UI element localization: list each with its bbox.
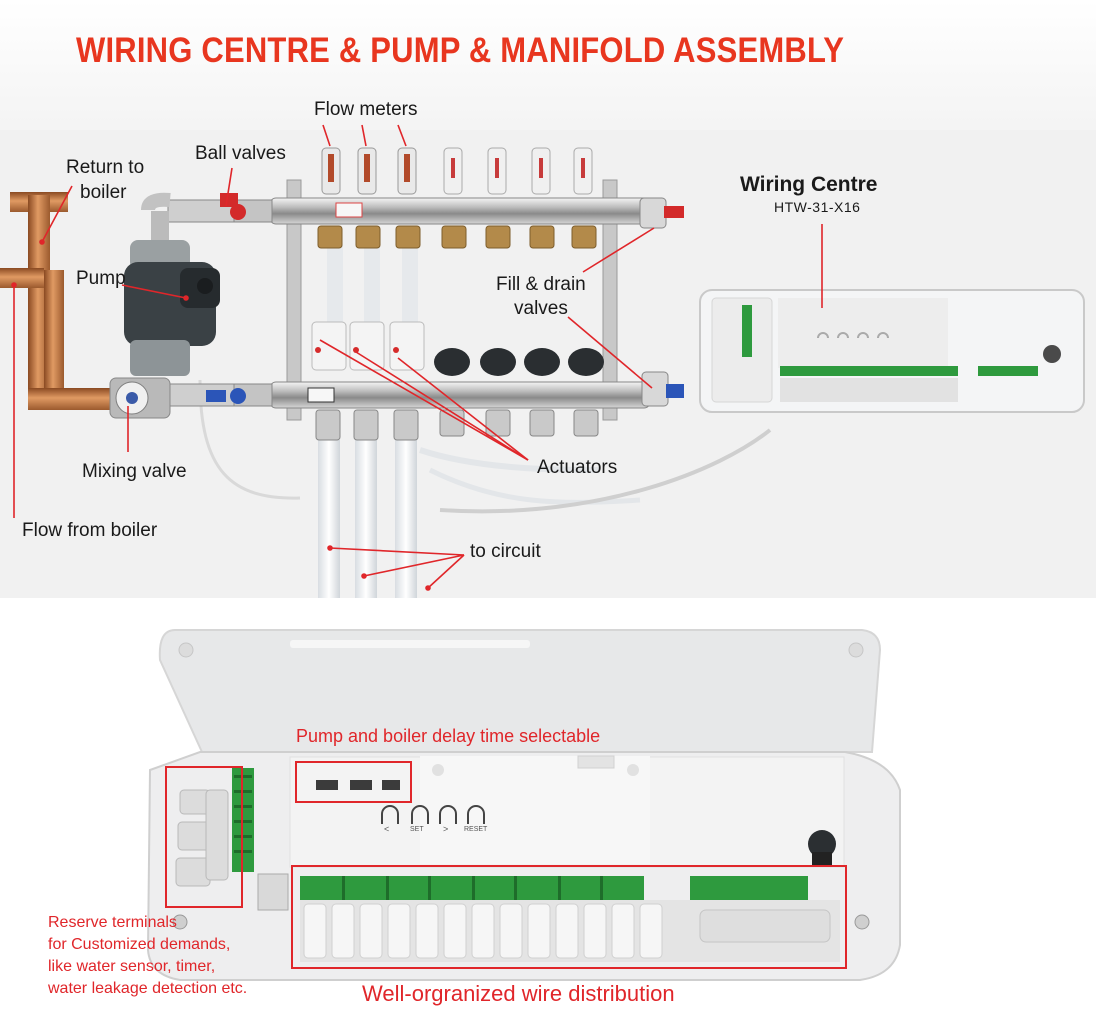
- fill-drain-valves: [639, 197, 684, 407]
- reserve-line-3: like water sensor, timer,: [48, 958, 216, 975]
- label-pump-boiler-delay: Pump and boiler delay time selectable: [296, 726, 601, 746]
- return-manifold: [231, 381, 651, 409]
- board-reset-marking: RESET: [464, 826, 488, 833]
- flow-meters: [321, 147, 593, 195]
- label-flow-meters: Flow meters: [314, 99, 418, 120]
- pump: [124, 240, 220, 376]
- board-set-marking: SET: [410, 826, 424, 833]
- label-wiring-centre: Wiring Centre: [740, 173, 878, 196]
- board-right-marking: >: [443, 824, 449, 834]
- reserve-line-1: Reserve terminals: [48, 914, 177, 931]
- page-title: WIRING CENTRE & PUMP & MANIFOLD ASSEMBLY: [76, 30, 845, 71]
- label-mixing-valve: Mixing valve: [82, 461, 187, 482]
- label-ball-valves: Ball valves: [195, 143, 286, 164]
- ball-valves: [159, 193, 246, 407]
- label-well-organized: Well-orgranized wire distribution: [362, 981, 675, 1006]
- label-reserve-terminals: Reserve terminals for Customized demands…: [48, 912, 298, 1000]
- wire-distribution-box: [291, 865, 847, 969]
- supply-manifold: [231, 197, 651, 225]
- bottom-outlet-nuts: [315, 409, 599, 441]
- label-pump: Pump: [76, 268, 126, 289]
- label-fill-drain-1: Fill & drain: [496, 274, 586, 295]
- reserve-line-4: water leakage detection etc.: [48, 980, 248, 997]
- copper-pipes: [0, 192, 128, 410]
- top-leader-lines: [11, 124, 823, 591]
- label-to-circuit: to circuit: [470, 541, 541, 562]
- label-model-number: HTW-31-X16: [774, 199, 861, 215]
- black-caps: [434, 348, 604, 376]
- highlight-boxes: [165, 761, 847, 969]
- reserve-line-2: for Customized demands,: [48, 936, 231, 953]
- delay-switch-box: [295, 761, 412, 803]
- label-flow-from-boiler: Flow from boiler: [22, 520, 158, 541]
- manifold-brackets: [286, 179, 618, 421]
- control-cable: [439, 428, 772, 514]
- reserve-terminal-box: [165, 766, 243, 908]
- label-fill-drain-2: valves: [514, 298, 568, 319]
- wiring-centre-small: [699, 289, 1085, 413]
- board-left-marking: <: [384, 824, 390, 834]
- mixing-valve: [109, 377, 171, 419]
- label-return-to-boiler-1: Return to: [66, 157, 145, 178]
- top-outlet-nuts: [317, 225, 597, 249]
- label-actuators: Actuators: [537, 457, 618, 478]
- label-return-to-boiler-2: boiler: [80, 182, 127, 203]
- wiring-centre-large: [146, 629, 901, 981]
